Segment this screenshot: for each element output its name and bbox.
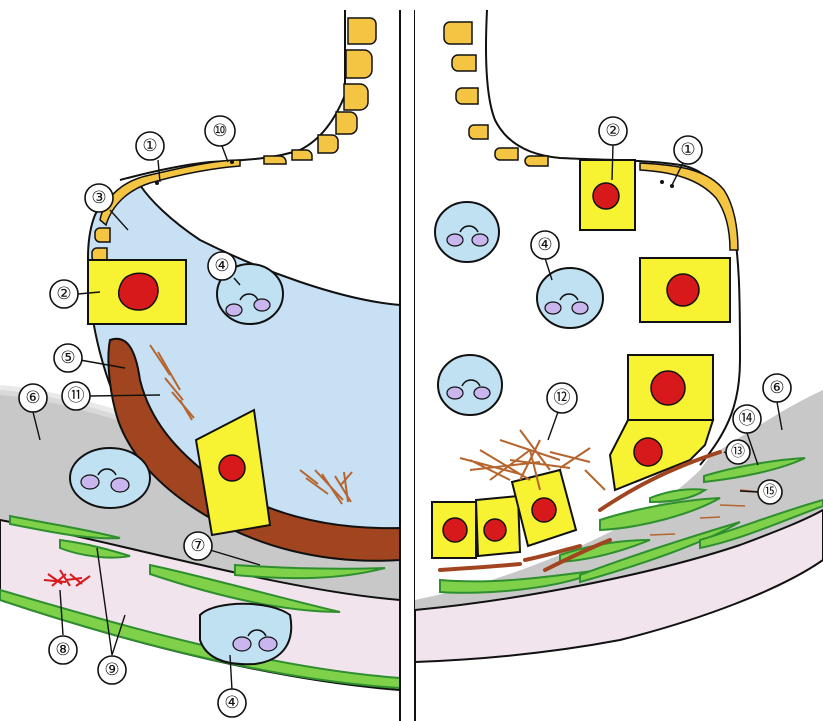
left-macrophage-interstitial (70, 448, 150, 508)
right-macrophage-2 (537, 268, 603, 328)
label-11-text: ⑪ (68, 386, 85, 406)
label-1-left: ① (136, 132, 164, 160)
right-panel (415, 10, 823, 662)
right-macrophage-3 (438, 355, 502, 415)
label-2-right: ② (599, 117, 627, 145)
label-3-text: ③ (91, 188, 106, 208)
label-15-text: ⑮ (763, 484, 777, 500)
label-4-left-upper: ④ (208, 252, 236, 280)
label-8-text: ⑧ (55, 640, 70, 660)
label-6-right: ⑥ (763, 374, 791, 402)
label-2-left-text: ② (56, 284, 71, 304)
label-5-text: ⑤ (60, 348, 75, 368)
center-divider (400, 10, 415, 721)
label-5: ⑤ (54, 344, 82, 372)
label-3: ③ (85, 184, 113, 212)
label-7-text: ⑦ (190, 536, 205, 556)
label-2-left: ② (50, 280, 78, 308)
label-1-right-text: ① (680, 140, 695, 160)
label-12-text: ⑫ (554, 388, 571, 408)
label-4-right: ④ (531, 231, 559, 259)
right-type2-cell-top (580, 160, 635, 230)
left-macrophage-pleural (200, 604, 291, 664)
label-13: ⑬ (726, 440, 750, 464)
label-14-text: ⑭ (739, 409, 756, 429)
label-6-right-text: ⑥ (769, 378, 784, 398)
label-10: ⑩ (205, 116, 235, 146)
label-8: ⑧ (49, 636, 77, 664)
label-1-left-text: ① (142, 136, 157, 156)
label-13-text: ⑬ (731, 444, 745, 460)
label-4-right-text: ④ (537, 235, 552, 255)
label-12: ⑫ (547, 383, 577, 413)
label-4-left-lower: ④ (218, 689, 246, 717)
label-15: ⑮ (758, 480, 782, 504)
label-6-left-text: ⑥ (25, 388, 40, 408)
label-7: ⑦ (184, 532, 212, 560)
label-2-right-text: ② (605, 121, 620, 141)
label-9-text: ⑨ (104, 660, 119, 680)
label-11: ⑪ (62, 382, 90, 410)
label-4-left-upper-text: ④ (214, 256, 229, 276)
label-10-text: ⑩ (212, 121, 227, 141)
label-1-right: ① (674, 136, 702, 164)
label-4-left-lower-text: ④ (224, 693, 239, 713)
right-macrophage-1 (435, 202, 499, 262)
left-type2-cell-upper (88, 260, 186, 324)
label-6-left: ⑥ (19, 384, 47, 412)
label-9: ⑨ (98, 656, 126, 684)
right-type2-cell-mid (640, 258, 730, 322)
label-14: ⑭ (733, 405, 761, 433)
